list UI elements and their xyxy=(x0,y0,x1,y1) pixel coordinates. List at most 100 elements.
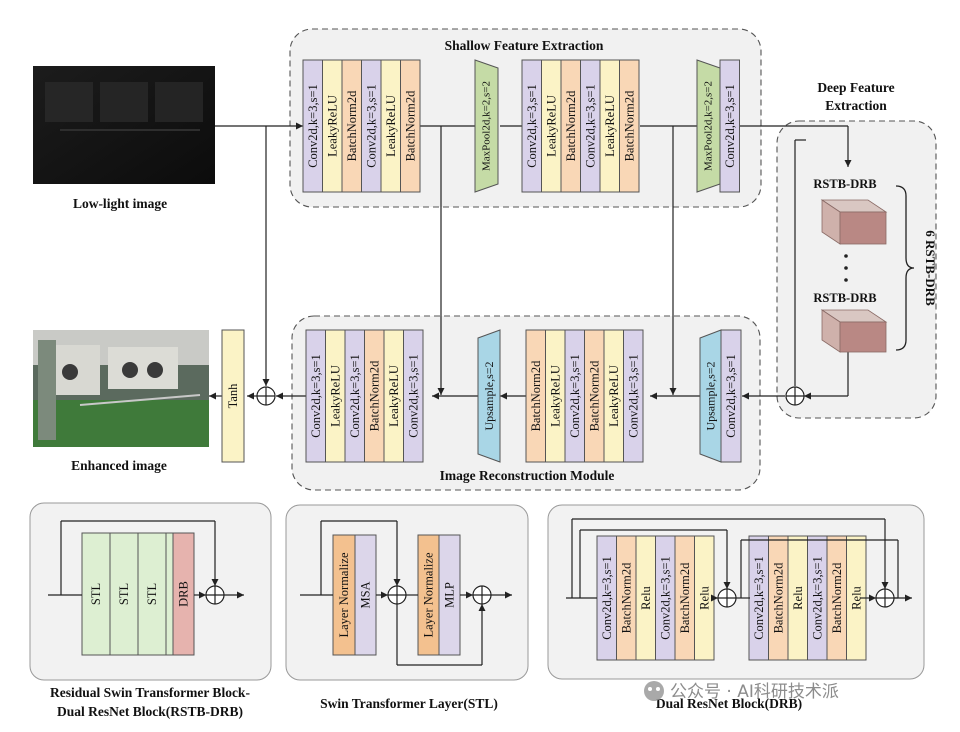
rstb-repeat-label: 6 RSTB-DRB xyxy=(923,230,938,306)
conv-layer-block: Conv2d,k=3,s=1 xyxy=(521,59,542,193)
relu-layer-block: Relu xyxy=(694,535,715,661)
relu-layer-label: Relu xyxy=(849,585,863,609)
conv-layer-label: Conv2d,k=3,s=1 xyxy=(348,354,362,438)
rstb-block-label-bottom: RSTB-DRB xyxy=(813,291,876,305)
rstb-detail-lines xyxy=(48,520,244,605)
up-layer-label: Upsample,s=2 xyxy=(704,361,718,430)
drb-layer-block: DRB xyxy=(172,532,195,656)
bn-layer-label: BatchNorm2d xyxy=(529,360,543,432)
bn-layer-label: BatchNorm2d xyxy=(678,562,692,634)
recon-title: Image Reconstruction Module xyxy=(440,468,615,483)
relu-layer-block: Relu xyxy=(787,535,808,661)
msa-layer-label: MSA xyxy=(359,581,373,608)
stl-layer-block: STL xyxy=(137,532,167,656)
bn-layer-label: BatchNorm2d xyxy=(403,90,417,162)
ln-layer-label: Layer Normalize xyxy=(422,552,436,637)
conv-layer-label: Conv2d,k=3,s=1 xyxy=(568,354,582,438)
conv-layer-label: Conv2d,k=3,s=1 xyxy=(752,556,766,640)
pool-layer-block: MaxPool2d,k=2,s=2 xyxy=(696,59,721,193)
rstb-repeat-brace xyxy=(895,185,915,351)
stl-layer-label: STL xyxy=(117,583,131,605)
rstb-drb-block-top xyxy=(820,199,888,245)
rstb-caption-line1: Residual Swin Transformer Block- xyxy=(50,685,250,700)
bn-layer-block: BatchNorm2d xyxy=(768,535,789,661)
conv-layer-label: Conv2d,k=3,s=1 xyxy=(724,354,738,438)
lrelu-layer-label: LeakyReLU xyxy=(603,95,617,157)
lrelu-layer-label: LeakyReLU xyxy=(544,95,558,157)
conv-layer-block: Conv2d,k=3,s=1 xyxy=(655,535,676,661)
bn-layer-block: BatchNorm2d xyxy=(616,535,637,661)
drb-caption: Dual ResNet Block(DRB) xyxy=(656,696,802,711)
pool-layer-label: MaxPool2d,k=2,s=2 xyxy=(481,81,493,171)
lrelu-layer-block: LeakyReLU xyxy=(541,59,562,193)
tanh-layer-block: Tanh xyxy=(221,329,245,463)
conv-layer-block: Conv2d,k=3,s=1 xyxy=(361,59,382,193)
deep-title-line2: Extraction xyxy=(825,98,887,113)
lrelu-layer-block: LeakyReLU xyxy=(322,59,343,193)
bn-layer-label: BatchNorm2d xyxy=(367,360,381,432)
conv-layer-label: Conv2d,k=3,s=1 xyxy=(658,556,672,640)
lrelu-layer-label: LeakyReLU xyxy=(328,365,342,427)
conv-layer-label: Conv2d,k=3,s=1 xyxy=(810,556,824,640)
watermark: 公众号 · AI科研技术派 xyxy=(644,681,839,702)
conv-layer-label: Conv2d,k=3,s=1 xyxy=(583,84,597,168)
stl-layer-label: STL xyxy=(145,583,159,605)
bn-layer-label: BatchNorm2d xyxy=(771,562,785,634)
bn-layer-block: BatchNorm2d xyxy=(619,59,640,193)
relu-layer-label: Relu xyxy=(639,585,653,609)
conv-layer-block: Conv2d,k=3,s=1 xyxy=(302,59,323,193)
conv-layer-block: Conv2d,k=3,s=1 xyxy=(564,329,585,463)
deep-module-panel xyxy=(776,120,937,419)
rstb-caption-line2: Dual ResNet Block(RSTB-DRB) xyxy=(57,704,243,719)
conv-layer-block: Conv2d,k=3,s=1 xyxy=(403,329,424,463)
lrelu-layer-label: LeakyReLU xyxy=(325,95,339,157)
up-layer-block: Upsample,s=2 xyxy=(477,329,501,463)
low-light-image xyxy=(33,66,215,184)
conv-layer-block: Conv2d,k=3,s=1 xyxy=(807,535,828,661)
bn-layer-label: BatchNorm2d xyxy=(587,360,601,432)
lrelu-layer-label: LeakyReLU xyxy=(387,365,401,427)
bn-layer-label: BatchNorm2d xyxy=(830,562,844,634)
conv-layer-block: Conv2d,k=3,s=1 xyxy=(580,59,601,193)
conv-layer-label: Conv2d,k=3,s=1 xyxy=(306,84,320,168)
bn-layer-block: BatchNorm2d xyxy=(364,329,385,463)
relu-layer-label: Relu xyxy=(791,585,805,609)
bn-layer-block: BatchNorm2d xyxy=(826,535,847,661)
bn-layer-label: BatchNorm2d xyxy=(564,90,578,162)
stl-layer-label: STL xyxy=(89,583,103,605)
lrelu-layer-label: LeakyReLU xyxy=(384,95,398,157)
shallow-title: Shallow Feature Extraction xyxy=(445,38,604,53)
conv-layer-label: Conv2d,k=3,s=1 xyxy=(406,354,420,438)
bn-layer-block: BatchNorm2d xyxy=(674,535,695,661)
lrelu-layer-label: LeakyReLU xyxy=(548,365,562,427)
stl-layer-block: STL xyxy=(81,532,111,656)
enhanced-caption: Enhanced image xyxy=(71,458,167,473)
lrelu-layer-block: LeakyReLU xyxy=(383,329,404,463)
tanh-layer-label: Tanh xyxy=(226,383,240,409)
mlp-layer-block: MLP xyxy=(438,534,461,656)
flow-lines xyxy=(209,122,852,400)
bn-layer-label: BatchNorm2d xyxy=(345,90,359,162)
up-layer-label: Upsample,s=2 xyxy=(482,361,496,430)
lrelu-layer-block: LeakyReLU xyxy=(603,329,624,463)
conv-layer-block: Conv2d,k=3,s=1 xyxy=(748,535,769,661)
conv-layer-block: Conv2d,k=3,s=1 xyxy=(596,535,617,661)
enhanced-image xyxy=(33,330,209,447)
bn-layer-block: BatchNorm2d xyxy=(525,329,546,463)
drb-layer-label: DRB xyxy=(177,581,191,607)
relu-layer-block: Relu xyxy=(635,535,656,661)
conv-layer-label: Conv2d,k=3,s=1 xyxy=(309,354,323,438)
conv-layer-label: Conv2d,k=3,s=1 xyxy=(723,84,737,168)
conv-layer-label: Conv2d,k=3,s=1 xyxy=(525,84,539,168)
lrelu-layer-block: LeakyReLU xyxy=(380,59,401,193)
conv-layer-label: Conv2d,k=3,s=1 xyxy=(364,84,378,168)
conv-layer-block: Conv2d,k=3,s=1 xyxy=(344,329,365,463)
drb-detail-lines xyxy=(566,518,912,608)
ln-layer-block: Layer Normalize xyxy=(417,534,440,656)
up-layer-block: Upsample,s=2 xyxy=(699,329,722,463)
ln-layer-label: Layer Normalize xyxy=(337,552,351,637)
conv-layer-label: Conv2d,k=3,s=1 xyxy=(600,556,614,640)
bn-layer-block: BatchNorm2d xyxy=(560,59,581,193)
